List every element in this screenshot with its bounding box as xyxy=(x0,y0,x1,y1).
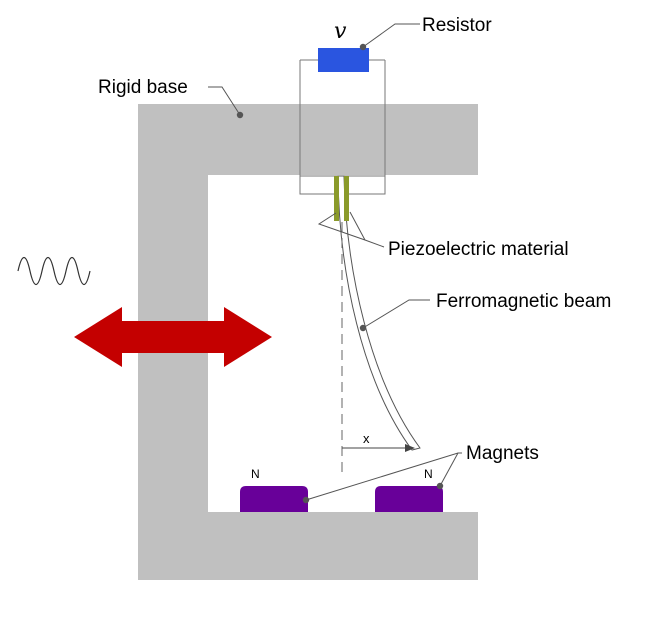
piezo-layer-right xyxy=(344,176,349,221)
piezo-label: Piezoelectric material xyxy=(388,239,569,260)
displacement-symbol: x xyxy=(363,431,370,446)
magnet-pole-left: N xyxy=(251,467,260,481)
sine-wave-icon xyxy=(17,256,91,286)
voltage-symbol: v xyxy=(334,19,347,44)
beam-label: Ferromagnetic beam xyxy=(436,291,611,312)
magnet-right xyxy=(375,486,443,512)
rigid-base-leader xyxy=(208,86,244,119)
ferromagnetic-beam xyxy=(337,175,421,451)
piezo-layer-left xyxy=(334,176,339,221)
resistor-label: Resistor xyxy=(422,15,492,36)
resistor-leader xyxy=(359,23,420,51)
beam-leader xyxy=(359,299,430,332)
magnet-left xyxy=(240,486,308,512)
magnets-label: Magnets xyxy=(466,443,539,464)
rigid-base-label: Rigid base xyxy=(98,77,188,98)
resistor xyxy=(318,48,369,72)
magnets-leader-right xyxy=(436,452,459,490)
double-headed-arrow-icon xyxy=(74,307,272,367)
magnet-pole-right: N xyxy=(424,467,433,481)
piezo-leader-left xyxy=(317,212,385,248)
resistor-circuit xyxy=(299,48,386,195)
piezo-leader-right xyxy=(349,211,366,241)
